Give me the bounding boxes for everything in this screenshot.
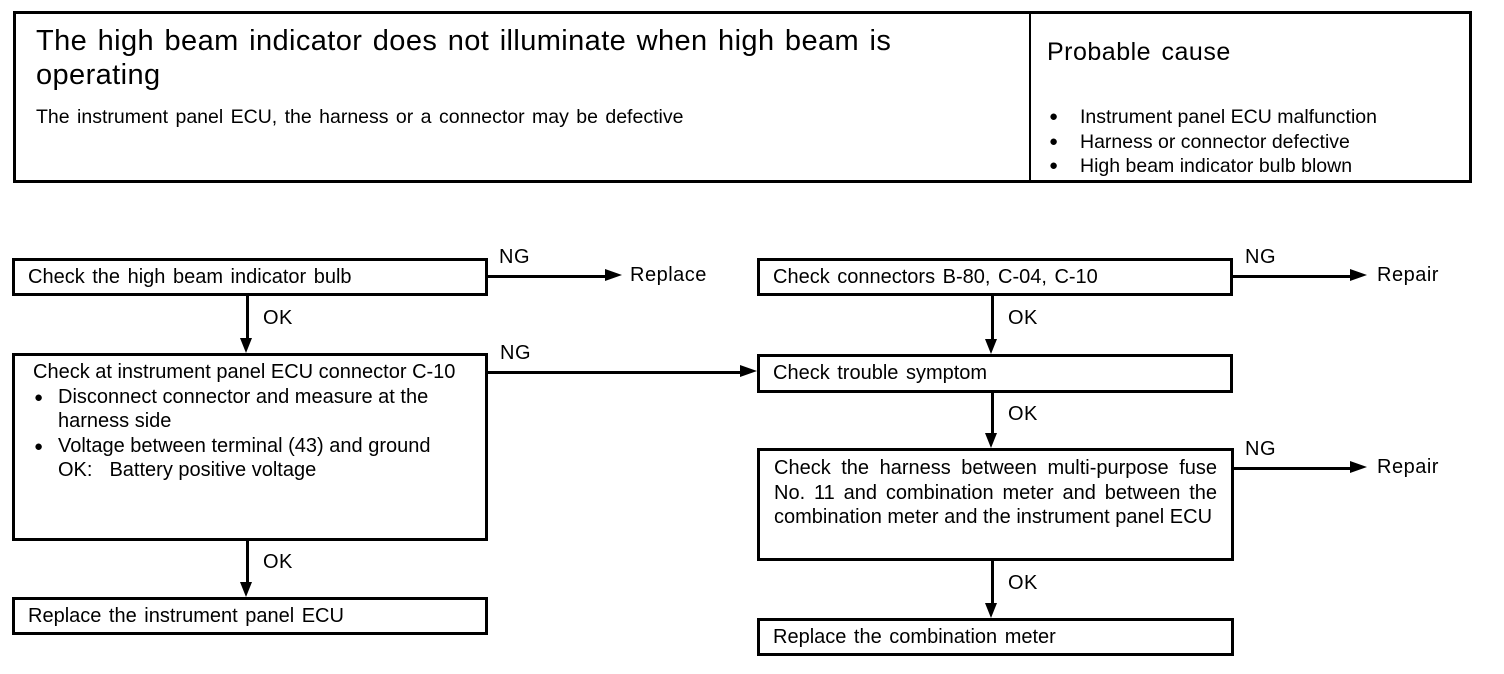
flow-box-check-trouble-symptom: Check trouble symptom bbox=[757, 354, 1233, 393]
ok-arrow-line bbox=[991, 561, 994, 603]
probable-cause-cell: Probable cause ● Instrument panel ECU ma… bbox=[1029, 14, 1469, 180]
symptom-title: The high beam indicator does not illumin… bbox=[36, 25, 892, 91]
ng-arrow-head-icon bbox=[605, 269, 622, 281]
ok-arrow-head-icon bbox=[240, 338, 252, 353]
bullet-icon: ● bbox=[1049, 108, 1059, 125]
ng-label: NG bbox=[499, 246, 530, 268]
ng-arrow-line bbox=[1233, 275, 1350, 278]
ng-arrow-head-icon bbox=[1350, 461, 1367, 473]
bullet-icon: ● bbox=[34, 388, 44, 406]
flow-box-bullet-label: Voltage between terminal (43) and ground bbox=[58, 434, 431, 457]
bullet-icon: ● bbox=[1049, 132, 1059, 150]
ng-arrow-line bbox=[488, 371, 740, 374]
ok-label: OK bbox=[1008, 403, 1038, 425]
ok-arrow-line bbox=[991, 393, 994, 433]
symptom-header-box: The high beam indicator does not illumin… bbox=[13, 11, 1472, 183]
ng-label: NG bbox=[1245, 246, 1276, 268]
ok-arrow-line bbox=[246, 541, 249, 582]
probable-cause-heading: Probable cause bbox=[1047, 38, 1231, 66]
ng-arrow-head-icon bbox=[740, 365, 757, 377]
flow-box-check-indicator-bulb: Check the high beam indicator bulb bbox=[12, 258, 488, 296]
probable-cause-item-label: Harness or connector defective bbox=[1080, 130, 1350, 153]
ok-arrow-head-icon bbox=[985, 433, 997, 448]
flow-box-bullet-item: ● Voltage between terminal (43) and grou… bbox=[33, 434, 470, 459]
flow-box-check-ecu-connector: Check at instrument panel ECU connector … bbox=[12, 353, 488, 541]
flow-box-check-harness: Check the harness between multi-purpose … bbox=[757, 448, 1234, 561]
flow-box-replace-instrument-panel-ecu: Replace the instrument panel ECU bbox=[12, 597, 488, 635]
flow-box-label: Check the high beam indicator bulb bbox=[28, 265, 352, 288]
probable-cause-list: ● Instrument panel ECU malfunction ● Har… bbox=[1047, 105, 1459, 179]
flow-box-title: Check at instrument panel ECU connector … bbox=[33, 361, 456, 383]
ok-label: OK bbox=[1008, 307, 1038, 329]
bullet-icon: ● bbox=[1049, 157, 1059, 174]
ok-arrow-head-icon bbox=[240, 582, 252, 597]
bullet-icon: ● bbox=[34, 437, 44, 455]
probable-cause-item: ● Harness or connector defective bbox=[1047, 130, 1459, 155]
probable-cause-item: ● Instrument panel ECU malfunction bbox=[1047, 105, 1459, 130]
ng-result-repair: Repair bbox=[1377, 264, 1439, 286]
ng-result-replace: Replace bbox=[630, 264, 707, 286]
ng-arrow-head-icon bbox=[1350, 269, 1367, 281]
symptom-description: The instrument panel ECU, the harness or… bbox=[36, 106, 684, 128]
probable-cause-item-label: High beam indicator bulb blown bbox=[1080, 155, 1353, 177]
ng-label: NG bbox=[500, 342, 531, 364]
ng-label: NG bbox=[1245, 438, 1276, 460]
ok-label: OK bbox=[263, 551, 293, 573]
ok-label: OK bbox=[1008, 572, 1038, 594]
flow-box-label: Check the harness between multi-purpose … bbox=[774, 457, 1217, 528]
ok-condition-value: Battery positive voltage bbox=[109, 459, 317, 481]
flow-box-check-connectors: Check connectors B-80, C-04, C-10 bbox=[757, 258, 1233, 296]
flow-box-bullet-label: Disconnect connector and measure at the … bbox=[58, 385, 429, 433]
symptom-cell: The high beam indicator does not illumin… bbox=[16, 14, 1029, 180]
flow-box-label: Replace the instrument panel ECU bbox=[28, 604, 344, 627]
flow-box-label: Check connectors B-80, C-04, C-10 bbox=[773, 265, 1098, 288]
ng-arrow-line bbox=[488, 275, 605, 278]
probable-cause-item: ● High beam indicator bulb blown bbox=[1047, 154, 1459, 179]
flow-box-replace-combination-meter: Replace the combination meter bbox=[757, 618, 1234, 656]
ok-arrow-head-icon bbox=[985, 339, 997, 354]
ok-arrow-line bbox=[991, 296, 994, 339]
ng-result-repair: Repair bbox=[1377, 456, 1439, 478]
ng-arrow-line bbox=[1234, 467, 1350, 470]
flow-box-ok-condition: OK: Battery positive voltage bbox=[33, 458, 470, 483]
flow-box-label: Replace the combination meter bbox=[773, 625, 1056, 648]
ok-label: OK bbox=[263, 307, 293, 329]
ok-arrow-line bbox=[246, 296, 249, 338]
flow-box-label: Check trouble symptom bbox=[773, 362, 988, 384]
ok-arrow-head-icon bbox=[985, 603, 997, 618]
ok-condition-label: OK: bbox=[58, 459, 93, 481]
probable-cause-item-label: Instrument panel ECU malfunction bbox=[1080, 106, 1377, 128]
flow-box-bullet-item: ● Disconnect connector and measure at th… bbox=[33, 385, 470, 434]
